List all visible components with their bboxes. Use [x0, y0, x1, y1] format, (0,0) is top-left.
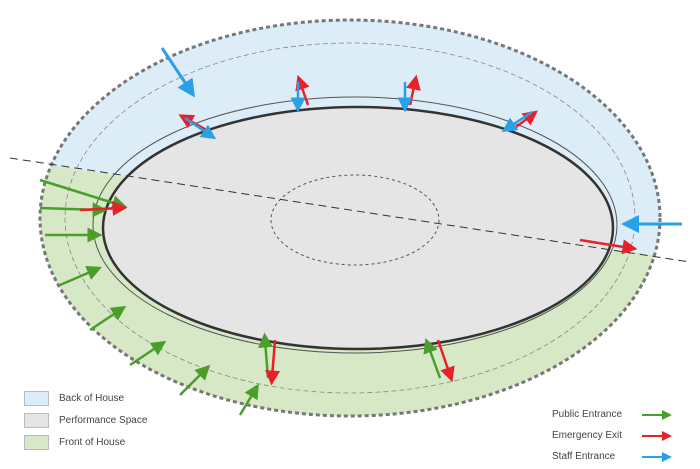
legend-label: Staff Entrance	[552, 451, 616, 462]
blue-arrow-icon	[642, 451, 672, 462]
legend-back-of-house: Back of House	[24, 387, 147, 409]
legend-label: Emergency Exit	[552, 430, 623, 441]
legend-performance-space: Performance Space	[24, 409, 147, 431]
legend-emergency-exit: Emergency Exit	[552, 425, 674, 446]
zone-divider-line	[9, 157, 691, 263]
swatch	[24, 412, 49, 428]
performance-space	[101, 105, 615, 351]
legend-staff-entrance: Staff Entrance	[552, 446, 674, 467]
swatch	[24, 390, 49, 406]
legend-label: Performance Space	[59, 414, 148, 426]
arrow-legend: Public Entrance Emergency Exit Staff Ent…	[552, 404, 674, 467]
area-legend: Back of House Performance Space Front of…	[24, 387, 147, 453]
red-arrow-icon	[642, 430, 672, 441]
entrance-arrows	[39, 47, 682, 416]
legend-label: Front of House	[59, 436, 126, 448]
legend-label: Back of House	[59, 392, 125, 404]
center-dashed-ring	[270, 174, 440, 266]
legend-public-entrance: Public Entrance	[552, 404, 674, 425]
swatch	[24, 434, 49, 450]
legend-front-of-house: Front of House	[24, 431, 147, 453]
green-arrow-icon	[642, 409, 672, 420]
legend-label: Public Entrance	[552, 409, 623, 420]
